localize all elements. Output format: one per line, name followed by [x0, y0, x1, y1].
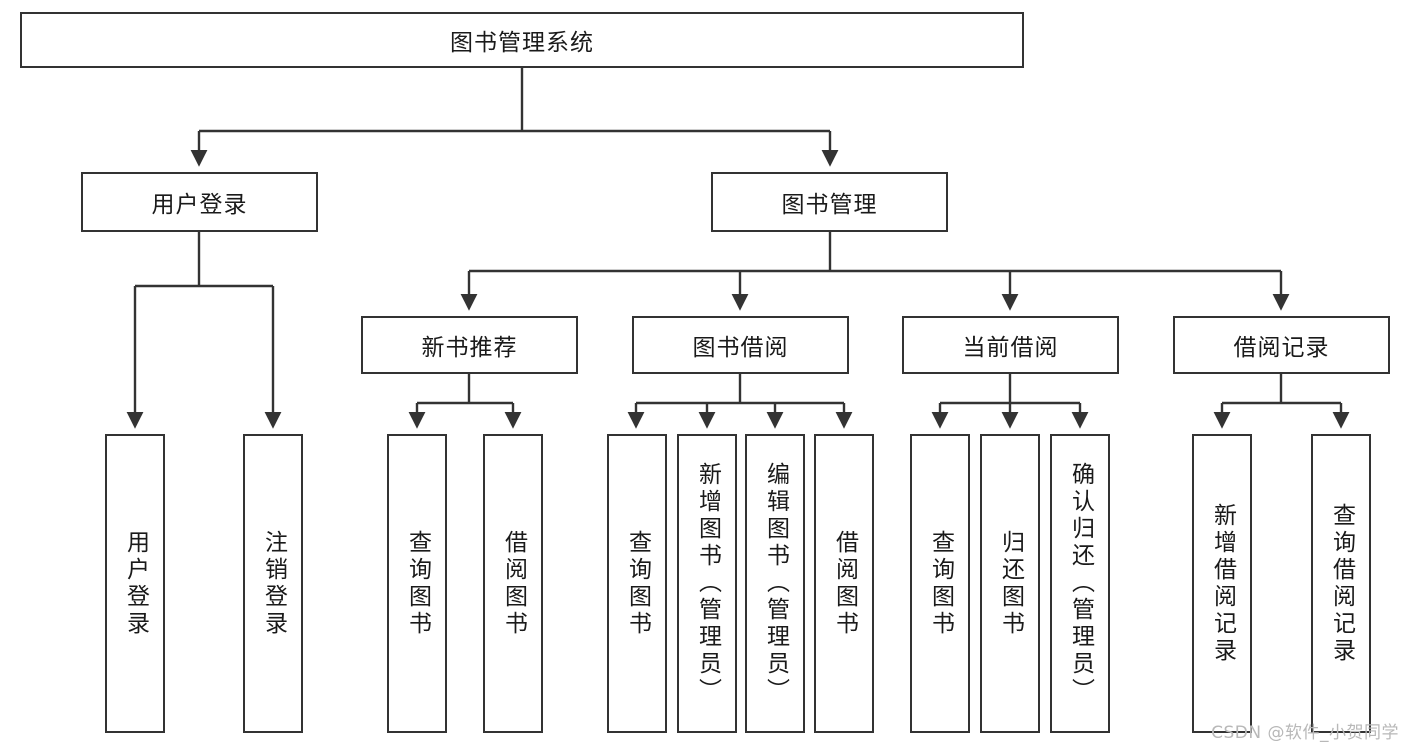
node-label: 图书管理系统 [450, 30, 594, 56]
node-label: 用户登录 [122, 529, 149, 638]
leaf-current-borrow-return-book[interactable]: 归还图书 [980, 434, 1040, 733]
node-label: 当前借阅 [962, 335, 1059, 361]
node-label: 新增借阅记录 [1209, 502, 1236, 665]
node-label: 注销登录 [260, 529, 287, 638]
node-label: 查询借阅记录 [1328, 502, 1355, 665]
node-root-book-management-system[interactable]: 图书管理系统 [20, 12, 1024, 68]
leaf-borrow-record-query-record[interactable]: 查询借阅记录 [1311, 434, 1371, 733]
node-label: 用户登录 [151, 192, 248, 218]
node-label: 借阅图书 [500, 529, 527, 638]
node-new-book-recommend[interactable]: 新书推荐 [361, 316, 578, 374]
leaf-book-borrow-add-book-admin[interactable]: 新增图书（管理员） [677, 434, 737, 733]
node-label: 归还图书 [997, 529, 1024, 638]
node-book-management[interactable]: 图书管理 [711, 172, 948, 232]
node-label: 借阅图书 [831, 529, 858, 638]
leaf-book-borrow-edit-book-admin[interactable]: 编辑图书（管理员） [745, 434, 805, 733]
leaf-book-borrow-query-book[interactable]: 查询图书 [607, 434, 667, 733]
node-label: 新书推荐 [421, 335, 518, 361]
leaf-borrow-record-add-record[interactable]: 新增借阅记录 [1192, 434, 1252, 733]
node-label: 新增图书（管理员） [694, 462, 721, 705]
leaf-new-book-borrow-book[interactable]: 借阅图书 [483, 434, 543, 733]
node-borrow-record[interactable]: 借阅记录 [1173, 316, 1390, 374]
node-book-borrow[interactable]: 图书借阅 [632, 316, 849, 374]
node-label: 查询图书 [624, 529, 651, 638]
leaf-new-book-query-book[interactable]: 查询图书 [387, 434, 447, 733]
node-label: 查询图书 [404, 529, 431, 638]
leaf-user-login-logout[interactable]: 注销登录 [243, 434, 303, 733]
csdn-watermark: CSDN @软件_小贺同学 [1211, 723, 1399, 743]
leaf-current-borrow-query-book[interactable]: 查询图书 [910, 434, 970, 733]
node-label: 确认归还（管理员） [1067, 462, 1094, 705]
leaf-user-login-login[interactable]: 用户登录 [105, 434, 165, 733]
node-current-borrow[interactable]: 当前借阅 [902, 316, 1119, 374]
node-label: 查询图书 [927, 529, 954, 638]
node-label: 编辑图书（管理员） [762, 462, 789, 705]
node-label: 图书管理 [781, 192, 878, 218]
node-label: 图书借阅 [692, 335, 789, 361]
leaf-book-borrow-borrow-book[interactable]: 借阅图书 [814, 434, 874, 733]
node-user-login[interactable]: 用户登录 [81, 172, 318, 232]
node-label: 借阅记录 [1233, 335, 1330, 361]
leaf-current-borrow-confirm-return-admin[interactable]: 确认归还（管理员） [1050, 434, 1110, 733]
